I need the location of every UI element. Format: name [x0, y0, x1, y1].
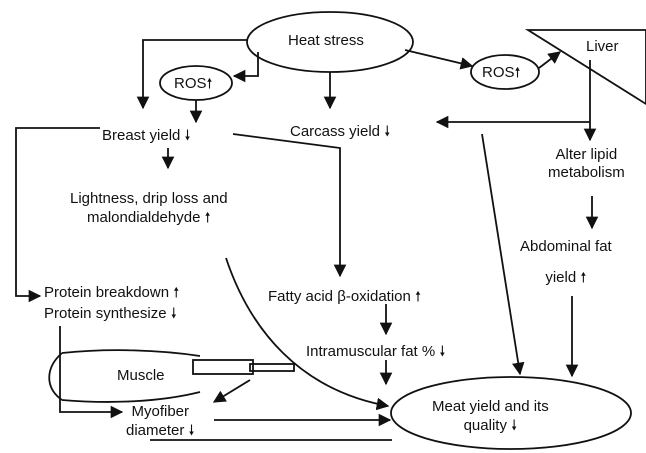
- lightness-line1: Lightness, drip loss and: [70, 190, 228, 207]
- ros-right-label: ROS🠕: [482, 63, 521, 82]
- lightness-line2: malondialdehyde: [87, 209, 201, 226]
- protein-synthesize-label: Protein synthesize 🠗: [44, 304, 177, 323]
- up-arrow-icon: 🠕: [514, 64, 521, 80]
- down-arrow-icon: 🠗: [188, 422, 195, 438]
- down-arrow-icon: 🠗: [170, 305, 177, 321]
- arrow-heat-to-breast: [136, 39, 248, 110]
- abdominal-line1: Abdominal fat: [520, 238, 612, 255]
- meat-yield-label: Meat yield and its quality 🠗: [432, 398, 549, 435]
- down-arrow-icon: 🠗: [511, 417, 518, 433]
- up-arrow-icon: 🠕: [206, 75, 213, 91]
- ros-left-text: ROS: [174, 75, 207, 92]
- ros-right-shape: [470, 54, 540, 90]
- arrow-heat-to-ros-left: [232, 52, 259, 83]
- protein-breakdown-label: Protein breakdown 🠕: [44, 283, 179, 302]
- up-arrow-icon: 🠕: [580, 269, 587, 285]
- protein-breakdown-text: Protein breakdown: [44, 284, 170, 301]
- meat-yield-shape: [390, 376, 632, 450]
- meat-line2: quality: [463, 417, 507, 434]
- arrow-heat-to-ros-right: [404, 49, 474, 70]
- myofiber-line2: diameter: [126, 422, 185, 439]
- myofiber-line1: Myofiber: [131, 403, 190, 420]
- ros-right-text: ROS: [482, 64, 515, 81]
- myofiber-line2-wrap: diameter 🠗: [126, 421, 195, 440]
- fatty-acid-label: Fatty acid β-oxidation 🠕: [268, 287, 421, 306]
- fatty-acid-text: Fatty acid β-oxidation: [268, 288, 411, 305]
- up-arrow-icon: 🠕: [415, 288, 422, 304]
- down-arrow-icon: 🠗: [439, 343, 446, 359]
- lightness-label: Lightness, drip loss and malondialdehyde…: [70, 190, 228, 227]
- up-arrow-icon: 🠕: [173, 284, 180, 300]
- alter-lipid-label: Alter lipid metabolism: [548, 146, 625, 182]
- liver-label: Liver: [586, 38, 619, 55]
- alter-lipid-line2: metabolism: [548, 164, 625, 181]
- liver-shape: [524, 29, 646, 106]
- meat-line1: Meat yield and its: [432, 398, 549, 415]
- intramuscular-label: Intramuscular fat % 🠗: [306, 342, 445, 361]
- intramuscular-text: Intramuscular fat %: [306, 343, 436, 360]
- muscle-fiber-bar: [192, 359, 254, 375]
- arrow-muscle-to-myofiber: [212, 379, 251, 403]
- abdominal-fat-label: Abdominal fat yield 🠕: [520, 238, 612, 287]
- arrow-ros-to-liver: [538, 51, 562, 69]
- lightness-line2-wrap: malondialdehyde 🠕: [70, 208, 228, 227]
- down-arrow-icon: 🠗: [384, 123, 391, 139]
- ros-left-label: ROS🠕: [174, 74, 213, 93]
- myofiber-label: Myofiber diameter 🠗: [126, 403, 195, 440]
- muscle-label: Muscle: [117, 367, 165, 384]
- breast-yield-label: Breast yield 🠗: [102, 126, 191, 145]
- arrow-lightness-to-meat: [225, 257, 390, 411]
- carcass-yield-label: Carcass yield 🠗: [290, 122, 390, 141]
- muscle-fiber-tip: [249, 363, 295, 372]
- carcass-yield-text: Carcass yield: [290, 123, 381, 140]
- arrow-protein-to-myofiber: [59, 326, 124, 419]
- muscle-fiber-shape: [48, 349, 201, 403]
- heat-stress-label: Heat stress: [288, 32, 364, 49]
- breast-yield-text: Breast yield: [102, 127, 181, 144]
- arrow-breast-to-fattyacid: [232, 133, 347, 278]
- abdominal-line2: yield: [545, 269, 577, 286]
- protein-synthesize-text: Protein synthesize: [44, 305, 167, 322]
- arrow-breast-to-protein: [15, 127, 100, 303]
- arrow-carcass-to-meat: [481, 133, 525, 376]
- abdominal-line2-wrap: yield 🠕: [520, 268, 612, 287]
- alter-lipid-line1: Alter lipid: [555, 146, 618, 163]
- up-arrow-icon: 🠕: [204, 209, 211, 225]
- down-arrow-icon: 🠗: [184, 127, 191, 143]
- meat-line2-wrap: quality 🠗: [432, 416, 549, 435]
